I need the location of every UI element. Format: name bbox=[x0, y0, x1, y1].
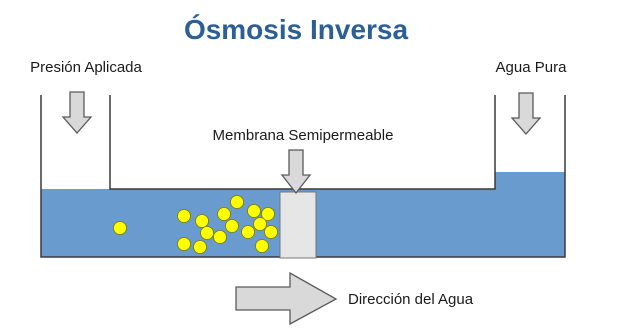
solute-particle bbox=[241, 225, 255, 239]
saline-water bbox=[41, 189, 281, 257]
water-direction-right-arrow-icon bbox=[235, 271, 338, 326]
solute-particle bbox=[247, 204, 261, 218]
diagram-title: Ósmosis Inversa bbox=[184, 14, 409, 45]
vessel-inner-wall bbox=[109, 95, 496, 190]
solute-particle bbox=[193, 240, 207, 254]
solute-particle bbox=[113, 221, 127, 235]
water-direction-label: Dirección del Agua bbox=[348, 291, 474, 308]
solute-particle bbox=[195, 214, 209, 228]
semipermeable-membrane bbox=[279, 191, 317, 259]
pressure-down-arrow-icon bbox=[61, 91, 93, 134]
solute-particle bbox=[177, 237, 191, 251]
solute-particle bbox=[225, 219, 239, 233]
solute-particle bbox=[264, 225, 278, 239]
pure-water-label: Agua Pura bbox=[496, 59, 568, 76]
pure-water bbox=[316, 172, 565, 257]
solute-particle bbox=[261, 207, 275, 221]
solute-particle bbox=[177, 209, 191, 223]
pure-water-down-arrow-icon bbox=[510, 92, 542, 135]
membrane-label: Membrana Semipermeable bbox=[213, 127, 394, 144]
solute-particle bbox=[255, 239, 269, 253]
membrane-down-arrow-icon bbox=[280, 149, 312, 195]
solute-particle bbox=[230, 195, 244, 209]
solute-particle bbox=[213, 230, 227, 244]
solute-particles bbox=[113, 195, 278, 254]
solute-particle bbox=[200, 226, 214, 240]
applied-pressure-label: Presión Aplicada bbox=[30, 59, 142, 76]
solute-particle bbox=[253, 217, 267, 231]
solute-particle bbox=[217, 207, 231, 221]
